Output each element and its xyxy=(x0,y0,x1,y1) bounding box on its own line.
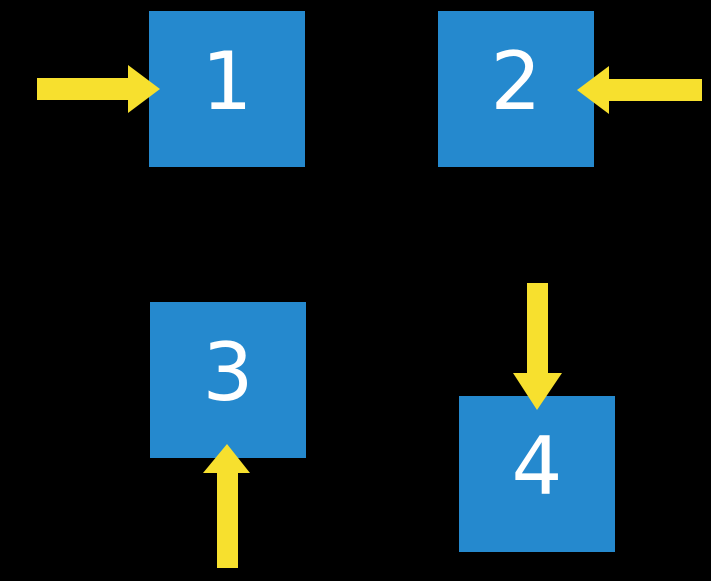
box-2-label: 2 xyxy=(490,35,542,128)
arrow-left-icon xyxy=(577,66,702,114)
arrow-up-shape xyxy=(203,444,250,568)
arrow-right-shape xyxy=(37,65,160,113)
box-4-label: 4 xyxy=(511,420,563,513)
box-1-label: 1 xyxy=(201,35,253,128)
numbered-box-2: 2 xyxy=(438,11,594,167)
numbered-box-3: 3 xyxy=(150,302,306,458)
arrow-down-icon xyxy=(513,283,562,410)
arrow-up-icon xyxy=(203,444,250,568)
numbered-box-4: 4 xyxy=(459,396,615,552)
numbered-box-1: 1 xyxy=(149,11,305,167)
arrow-right-icon xyxy=(37,65,160,113)
box-3-label: 3 xyxy=(202,326,254,419)
arrow-down-shape xyxy=(513,283,562,410)
arrow-left-shape xyxy=(577,66,702,114)
